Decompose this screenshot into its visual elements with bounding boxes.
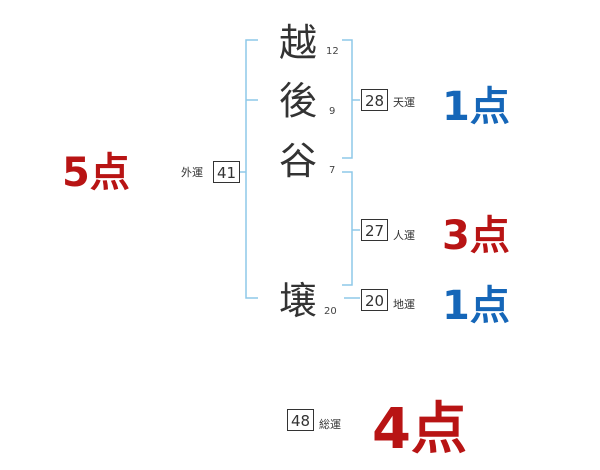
chikaku-score: 1点 [442, 283, 510, 329]
tenkaku-bracket [342, 39, 353, 159]
gaikaku-score: 5点 [62, 150, 130, 196]
outer-bracket [245, 39, 258, 299]
chikaku-label: 地運 [393, 298, 415, 311]
jinkaku-bracket [342, 171, 353, 286]
tenkaku-label: 天運 [393, 96, 415, 109]
soukaku-score: 4点 [372, 397, 467, 462]
stroke-count-3: 7 [329, 165, 336, 176]
name-char-2: 後 [278, 79, 317, 123]
name-char-4: 壌 [278, 279, 317, 323]
stroke-count-1: 12 [326, 46, 339, 57]
gaikaku-value: 41 [213, 161, 241, 183]
name-char-1: 越 [278, 21, 317, 65]
name-char-3: 谷 [278, 139, 317, 183]
soukaku-label: 総運 [319, 418, 341, 431]
jinkaku-value: 27 [361, 219, 389, 241]
tenkaku-value: 28 [361, 89, 389, 111]
soukaku-value: 48 [287, 409, 315, 431]
jinkaku-label: 人運 [393, 229, 415, 242]
chikaku-value: 20 [361, 289, 389, 311]
tenkaku-score: 1点 [442, 84, 510, 130]
stroke-count-2: 9 [329, 106, 336, 117]
stroke-count-4: 20 [324, 306, 337, 317]
jinkaku-score: 3点 [442, 213, 510, 259]
gaikaku-label: 外運 [181, 166, 203, 179]
